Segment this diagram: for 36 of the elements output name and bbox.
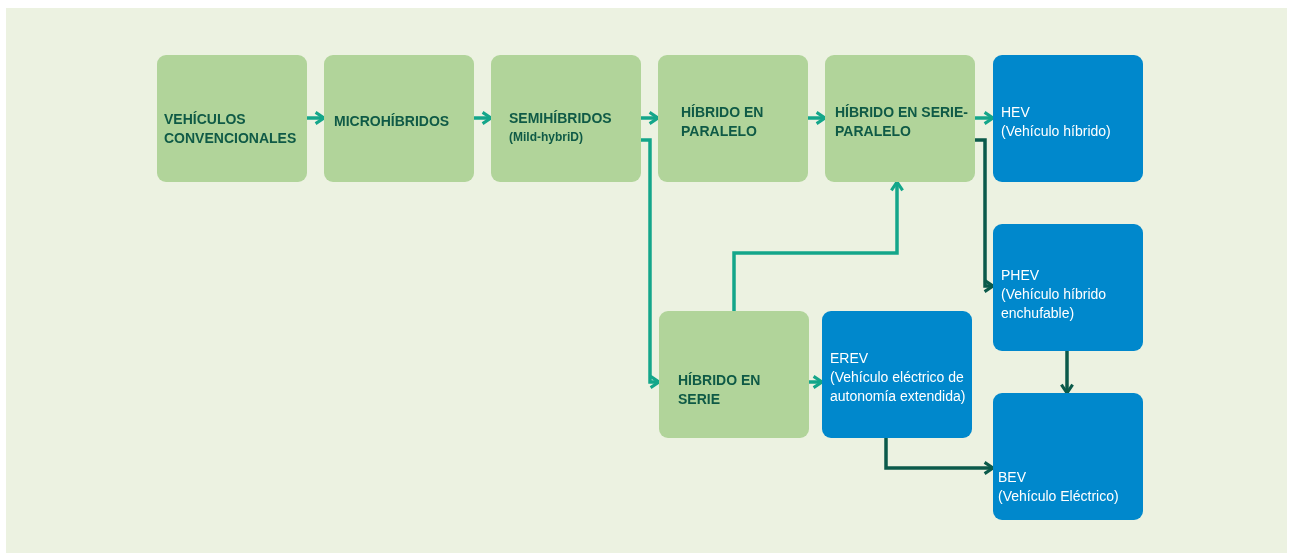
box-title: VEHÍCULOS CONVENCIONALES	[164, 109, 298, 148]
box-subtitle: (Vehículo Eléctrico)	[998, 486, 1120, 506]
arrow	[975, 110, 995, 126]
arrow	[732, 180, 905, 311]
process-box	[659, 311, 809, 438]
box-title: HÍBRIDO EN SERIE	[678, 370, 762, 409]
arrow	[808, 110, 827, 126]
arrow	[809, 374, 824, 390]
arrow	[307, 110, 326, 126]
box-title: SEMIHÍBRIDOS	[509, 108, 613, 128]
process-box	[993, 55, 1143, 182]
box-title: BEV	[998, 467, 1027, 487]
process-box	[825, 55, 975, 182]
box-subtitle: (Vehículo híbrido)	[1001, 121, 1112, 141]
process-box	[324, 55, 474, 182]
arrow	[975, 138, 995, 294]
process-box	[993, 393, 1143, 520]
box-title: PHEV	[1001, 266, 1041, 285]
box-title: EREV	[830, 349, 870, 368]
arrow	[641, 110, 660, 126]
box-subtitle: (Vehículo híbrido enchufable)	[1001, 285, 1108, 323]
box-title: HEV	[1001, 102, 1031, 122]
arrow	[474, 110, 493, 126]
arrow	[1059, 351, 1075, 395]
arrow	[641, 138, 661, 390]
box-title: HÍBRIDO EN SERIE-PARALELO	[835, 102, 969, 141]
process-box	[157, 55, 307, 182]
process-box	[491, 55, 641, 182]
process-box	[993, 224, 1143, 351]
process-box	[822, 311, 972, 438]
arrow	[884, 438, 995, 476]
process-box	[658, 55, 808, 182]
box-subtitle: (Mild-hybriD)	[509, 128, 584, 146]
box-subtitle: (Vehículo eléctrico de autonomía extendida)	[830, 368, 966, 406]
box-title: HÍBRIDO EN PARALELO	[681, 102, 765, 141]
box-title: MICROHÍBRIDOS	[334, 112, 451, 131]
